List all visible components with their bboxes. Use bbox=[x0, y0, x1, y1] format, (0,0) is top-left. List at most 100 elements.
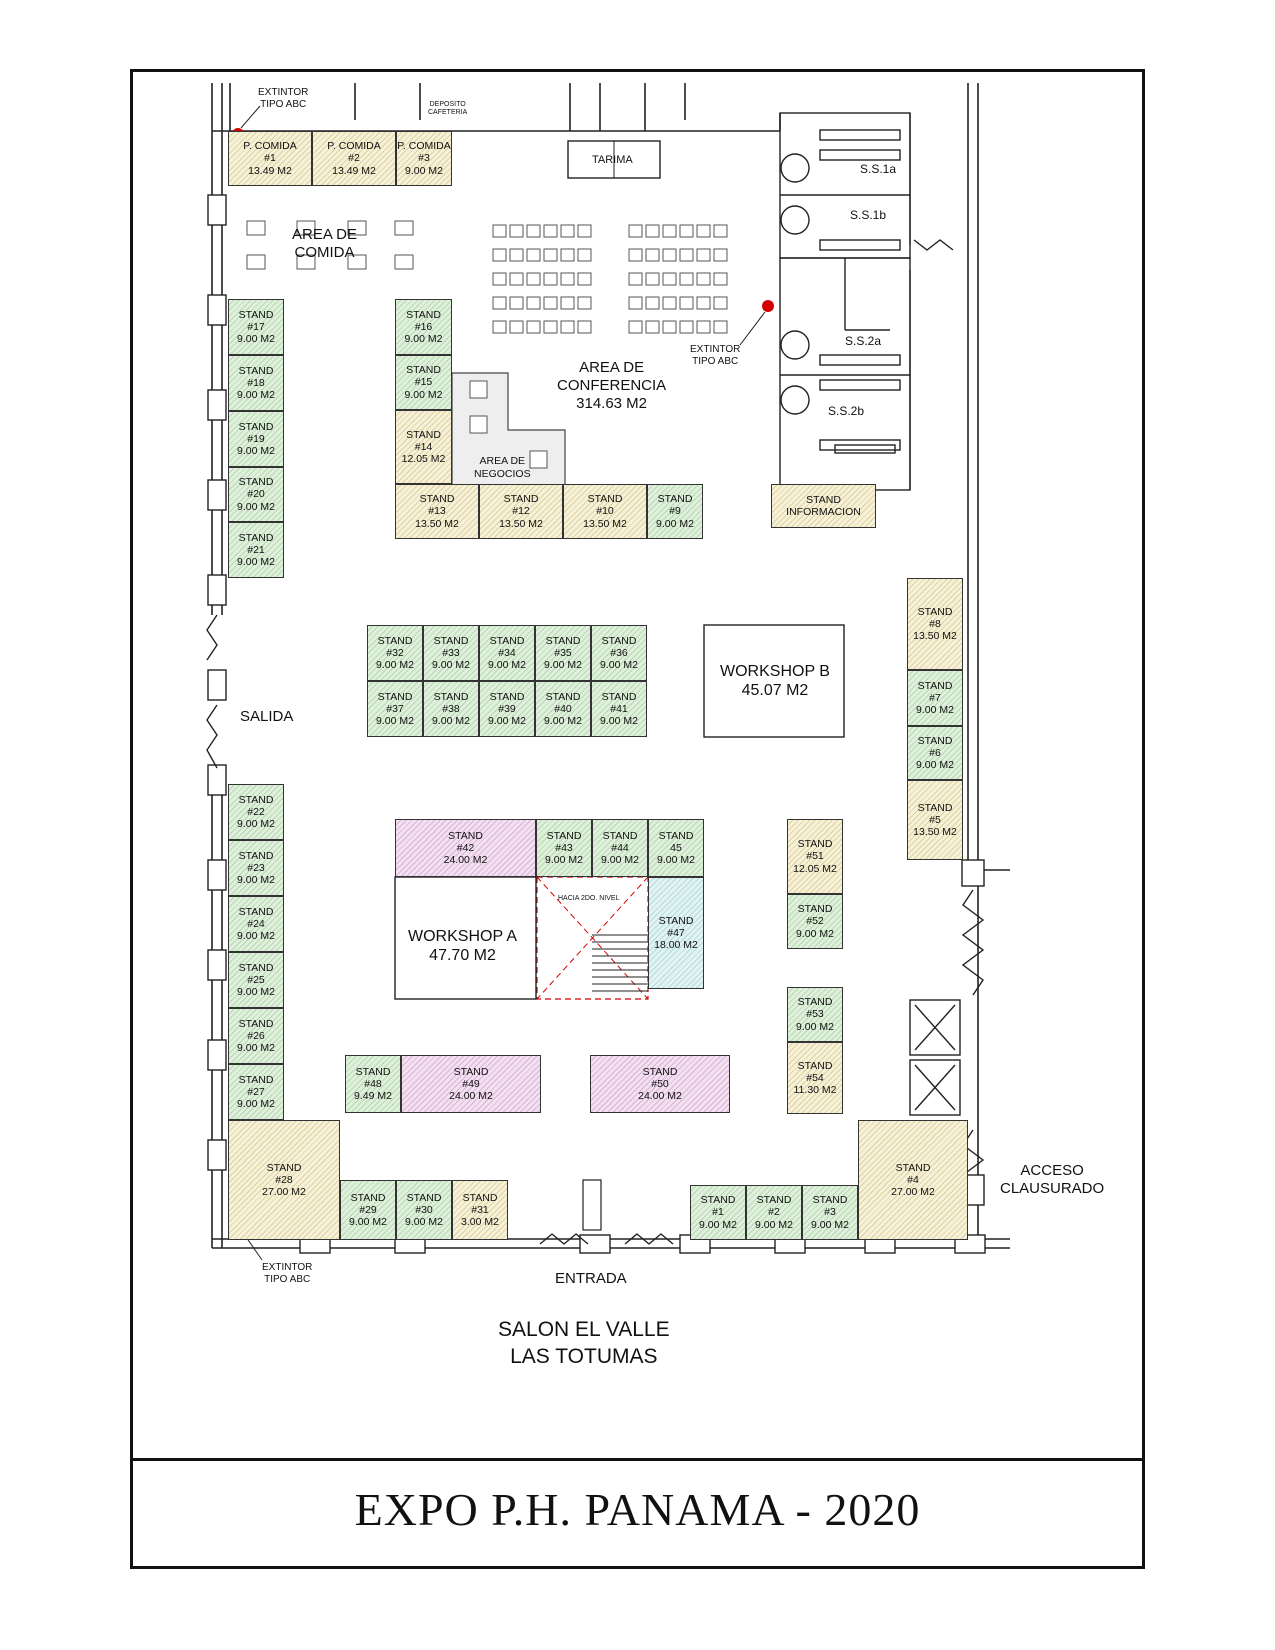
stand-area: 9.00 M2 bbox=[488, 715, 526, 728]
stand-area: 9.00 M2 bbox=[488, 659, 526, 672]
stand-area: 12.05 M2 bbox=[793, 862, 837, 875]
door-openings bbox=[206, 239, 985, 1245]
stand-number: #22 bbox=[247, 805, 265, 818]
stand-area: 13.50 M2 bbox=[913, 630, 957, 643]
stand-name: STAND bbox=[448, 829, 483, 842]
stand-area: 24.00 M2 bbox=[638, 1090, 682, 1103]
chair bbox=[679, 296, 694, 310]
chair bbox=[662, 272, 677, 286]
stand-area: 11.30 M2 bbox=[793, 1084, 837, 1097]
chair bbox=[662, 296, 677, 310]
stand-area: 18.00 M2 bbox=[654, 939, 698, 952]
stand-name: STAND bbox=[453, 1065, 489, 1078]
stand-number: #38 bbox=[442, 702, 460, 715]
stand-number: #15 bbox=[414, 376, 433, 389]
stand-number: #12 bbox=[512, 505, 530, 518]
stand-name: STAND bbox=[917, 679, 953, 692]
chair bbox=[628, 248, 643, 262]
stand-number: #16 bbox=[414, 320, 433, 333]
stand-area: 24.00 M2 bbox=[449, 1090, 493, 1103]
stand-name: STAND bbox=[238, 961, 274, 974]
stand-number: #43 bbox=[555, 841, 573, 854]
chair bbox=[509, 320, 524, 334]
stand-name: STAND bbox=[587, 493, 623, 506]
stand-area: 9.00 M2 bbox=[796, 927, 834, 940]
chair bbox=[696, 248, 711, 262]
stand-number: #28 bbox=[275, 1173, 293, 1186]
chair bbox=[679, 224, 694, 238]
stand-area: 9.00 M2 bbox=[376, 715, 414, 728]
stand-number: #50 bbox=[651, 1077, 669, 1090]
stand-area: 9.00 M2 bbox=[404, 333, 443, 346]
stand-area: 9.00 M2 bbox=[237, 1098, 275, 1111]
chair bbox=[645, 248, 660, 262]
stand-name: STAND bbox=[917, 801, 953, 814]
chair bbox=[696, 296, 711, 310]
stand-area: 9.00 M2 bbox=[237, 445, 275, 458]
stand-area: 13.50 M2 bbox=[583, 517, 627, 530]
stand-area: 9.00 M2 bbox=[656, 517, 694, 530]
food-stand-name: P. COMIDA bbox=[327, 140, 381, 153]
stand-name: STAND bbox=[238, 1073, 274, 1086]
chair bbox=[577, 224, 592, 238]
stand-number: #51 bbox=[806, 850, 824, 863]
